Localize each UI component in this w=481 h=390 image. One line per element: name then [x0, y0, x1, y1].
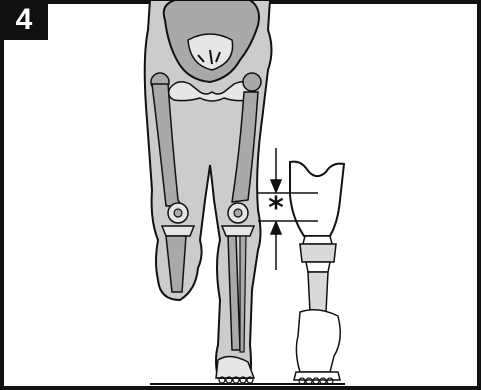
measurement-marker: * — [268, 191, 284, 226]
prosthetic-foot — [296, 310, 340, 372]
prosthesis-socket — [290, 162, 344, 236]
step-number-badge: 4 — [0, 0, 48, 40]
prosthesis-pylon — [308, 272, 328, 312]
prosthesis — [290, 162, 344, 384]
